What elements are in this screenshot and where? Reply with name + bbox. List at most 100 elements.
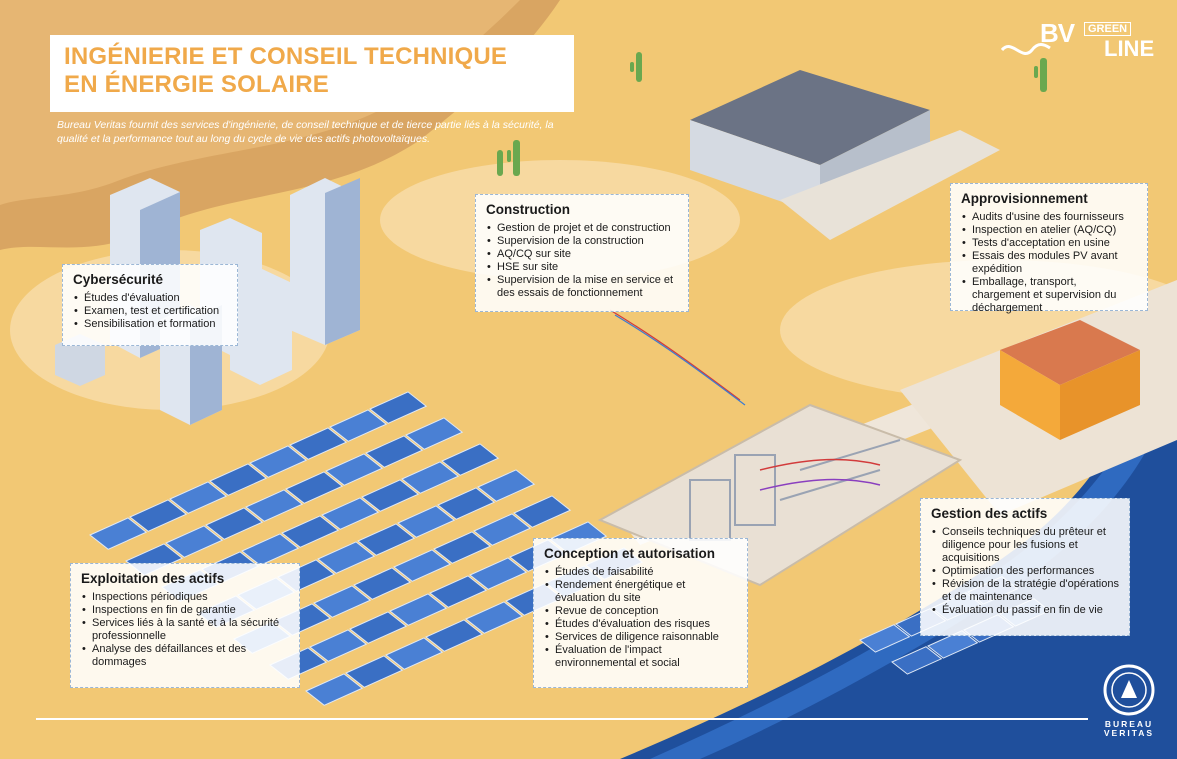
list-item: Services de diligence raisonnable [544, 631, 737, 644]
solar-panel [477, 469, 536, 502]
list-item: HSE sur site [486, 261, 678, 274]
veritas-seal-icon [1103, 664, 1155, 716]
solar-panel [241, 533, 300, 566]
solar-panel [473, 513, 532, 546]
solar-panel [513, 495, 572, 528]
solar-panel [249, 445, 308, 478]
gestion-title: Gestion des actifs [931, 506, 1048, 521]
gestion-list: Conseils techniques du prêteur et dilige… [931, 526, 1119, 617]
solar-panel [429, 575, 488, 608]
list-item: Inspections périodiques [81, 591, 289, 604]
solar-panel [369, 391, 428, 424]
solar-panel [305, 673, 364, 706]
list-item: Supervision de la mise en service et des… [486, 274, 678, 300]
list-item: Audits d'usine des fournisseurs [961, 211, 1137, 224]
solar-panel [859, 624, 911, 653]
logo-line-text: LINE [1104, 36, 1155, 61]
cactus-icons [497, 52, 1047, 176]
solar-panel [309, 629, 368, 662]
list-item: Optimisation des performances [931, 565, 1119, 578]
approvisionnement-title: Approvisionnement [961, 191, 1088, 206]
conception-box: Conception et autorisation Études de fai… [533, 538, 748, 688]
solar-panel [465, 601, 524, 634]
solar-panel [205, 507, 264, 540]
power-line [759, 458, 881, 471]
page-title-line2: EN ÉNERGIE SOLAIRE [64, 71, 329, 98]
seal-line1: BUREAU [1104, 719, 1154, 729]
solar-panel [169, 481, 228, 514]
solar-panel [361, 479, 420, 512]
page-title-line1: INGÉNIERIE ET CONSEIL TECHNIQUE [64, 43, 508, 70]
warehouse-wall [1000, 350, 1060, 440]
cybersecurite-box: Cybersécurité Études d'évaluationExamen,… [62, 264, 238, 346]
sea [620, 300, 1177, 759]
list-item: Analyse des défaillances et des dommages [81, 643, 289, 669]
solar-panel [165, 525, 224, 558]
list-item: Inspections en fin de garantie [81, 604, 289, 617]
list-item: Services liés à la santé et à la sécurit… [81, 617, 289, 643]
solar-panel [209, 463, 268, 496]
seal-label: BUREAU VERITAS [1097, 720, 1161, 738]
exploitation-box: Exploitation des actifs Inspections péri… [70, 563, 300, 688]
list-item: Évaluation du passif en fin de vie [931, 604, 1119, 617]
solar-panel [317, 541, 376, 574]
exploitation-list: Inspections périodiquesInspections en fi… [81, 591, 289, 669]
construction-box: Construction Gestion de projet et de con… [475, 194, 689, 312]
power-line [759, 478, 881, 491]
seal-line2: VERITAS [1103, 728, 1155, 738]
list-item: AQ/CQ sur site [486, 248, 678, 261]
list-item: Rendement énergétique et évaluation du s… [544, 579, 737, 605]
solar-panel [401, 461, 460, 494]
conception-list: Études de faisabilitéRendement énergétiq… [544, 566, 737, 670]
warehouse-wall [1060, 350, 1140, 440]
solar-panel [397, 505, 456, 538]
power-line [614, 314, 746, 406]
solar-panel [433, 531, 492, 564]
solar-panel [389, 593, 448, 626]
list-item: Conseils techniques du prêteur et dilige… [931, 526, 1119, 565]
exploitation-title: Exploitation des actifs [81, 571, 225, 586]
list-item: Emballage, transport, chargement et supe… [961, 276, 1137, 315]
list-item: Études d'évaluation des risques [544, 618, 737, 631]
cybersecurite-title: Cybersécurité [73, 272, 164, 287]
solar-panel [393, 549, 452, 582]
list-item: Études d'évaluation [73, 292, 227, 305]
footer-divider [36, 718, 1088, 720]
solar-panel [285, 471, 344, 504]
warehouse-roof [1000, 320, 1140, 385]
list-item: Révision de la stratégie d'opérations et… [931, 578, 1119, 604]
solar-panel [891, 646, 943, 675]
solar-panel [281, 515, 340, 548]
solar-panel [357, 523, 416, 556]
solar-panel [289, 427, 348, 460]
solar-panel [313, 585, 372, 618]
solar-panel [245, 489, 304, 522]
solar-panel [349, 611, 408, 644]
logo-bv-text: BV [1040, 18, 1075, 48]
approvisionnement-box: Approvisionnement Audits d'usine des fou… [950, 183, 1148, 314]
bureau-veritas-seal: BUREAU VERITAS [1097, 662, 1161, 742]
solar-panel [329, 409, 388, 442]
logo-green-text: GREEN [1084, 22, 1132, 36]
power-line [609, 309, 741, 401]
solar-panel [405, 417, 464, 450]
list-item: Revue de conception [544, 605, 737, 618]
solar-panel [345, 655, 404, 688]
solar-panel [469, 557, 528, 590]
cybersecurite-list: Études d'évaluationExamen, test et certi… [73, 292, 227, 331]
solar-panel [325, 453, 384, 486]
solar-panel [385, 637, 444, 670]
solar-panel [425, 619, 484, 652]
list-item: Tests d'acceptation en usine [961, 237, 1137, 250]
construction-title: Construction [486, 202, 570, 217]
bv-green-line-logo: BV GREEN LINE [1000, 18, 1160, 66]
solar-panel [89, 517, 148, 550]
solar-panel [437, 487, 496, 520]
solar-panel [353, 567, 412, 600]
list-item: Inspection en atelier (AQ/CQ) [961, 224, 1137, 237]
solar-panel [365, 435, 424, 468]
wave-icon [1000, 43, 1051, 55]
gestion-box: Gestion des actifs Conseils techniques d… [920, 498, 1130, 636]
approvisionnement-list: Audits d'usine des fournisseursInspectio… [961, 211, 1137, 315]
list-item: Gestion de projet et de construction [486, 222, 678, 235]
